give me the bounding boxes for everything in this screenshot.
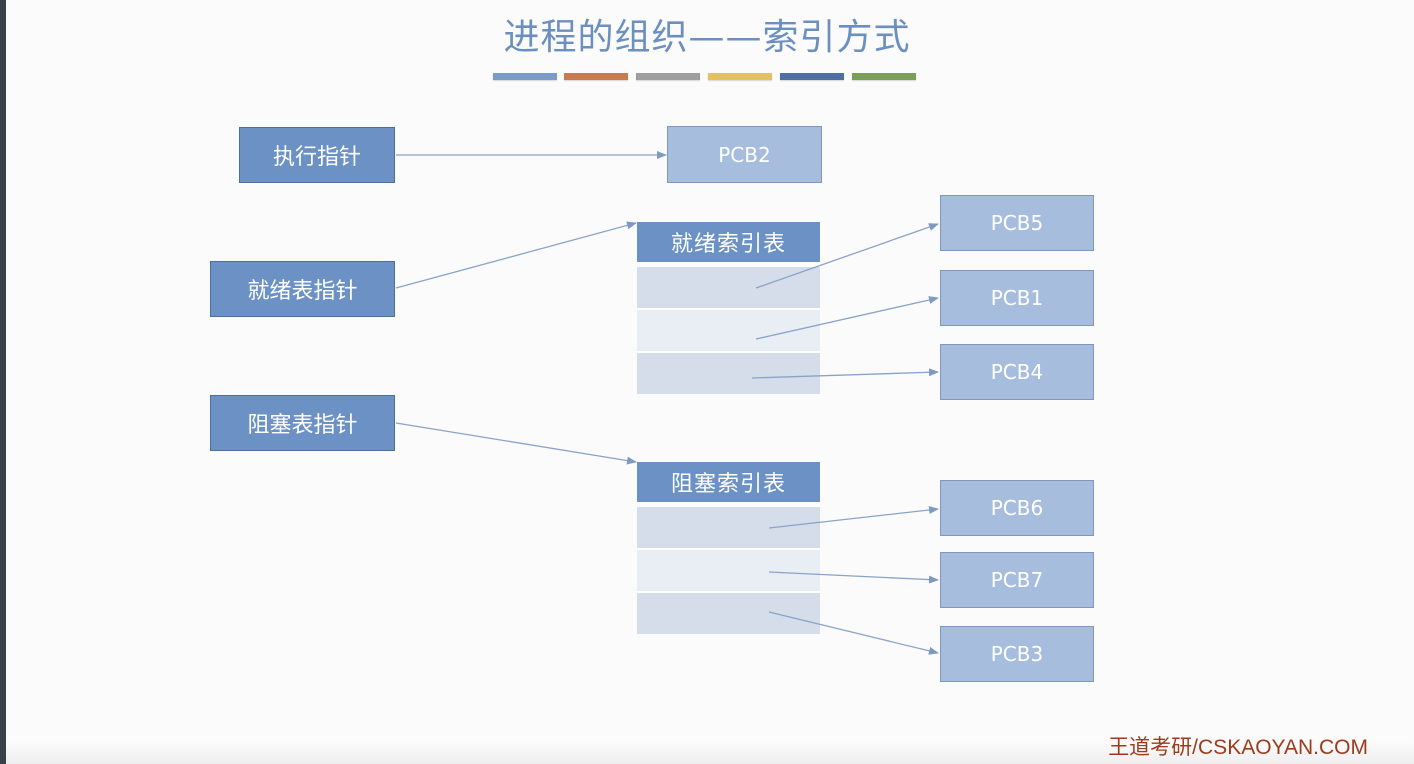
color-bar-2 <box>564 73 628 80</box>
ready-index-row-1 <box>637 265 820 308</box>
pcb7-box: PCB7 <box>940 552 1094 608</box>
color-bar-5 <box>780 73 844 80</box>
pcb5-box: PCB5 <box>940 195 1094 251</box>
watermark: 王道考研/CSKAOYAN.COM <box>1108 736 1368 759</box>
exec-pointer-box: 执行指针 <box>239 127 395 183</box>
ready-index-table-header: 就绪索引表 <box>637 222 820 265</box>
blocked-index-row-2 <box>637 548 820 591</box>
pcb6-box: PCB6 <box>940 480 1094 536</box>
window-left-border <box>0 0 6 764</box>
color-bar-4 <box>708 73 772 80</box>
blocked-table-pointer-box: 阻塞表指针 <box>210 395 395 451</box>
ready-table-pointer-box: 就绪表指针 <box>210 261 395 317</box>
color-bar-6 <box>852 73 916 80</box>
color-bar-3 <box>636 73 700 80</box>
blocked-index-row-1 <box>637 505 820 548</box>
slide-title: 进程的组织——索引方式 <box>503 17 911 58</box>
pcb1-box: PCB1 <box>940 270 1094 326</box>
blocked-index-table-header: 阻塞索引表 <box>637 462 820 505</box>
blocked-index-row-3 <box>637 591 820 634</box>
bottom-shade <box>6 742 1414 764</box>
pcb3-box: PCB3 <box>940 626 1094 682</box>
pcb4-box: PCB4 <box>940 344 1094 400</box>
pcb2-box: PCB2 <box>667 126 822 183</box>
ready-index-row-3 <box>637 351 820 394</box>
ready-index-row-2 <box>637 308 820 351</box>
color-bar-1 <box>493 73 557 80</box>
